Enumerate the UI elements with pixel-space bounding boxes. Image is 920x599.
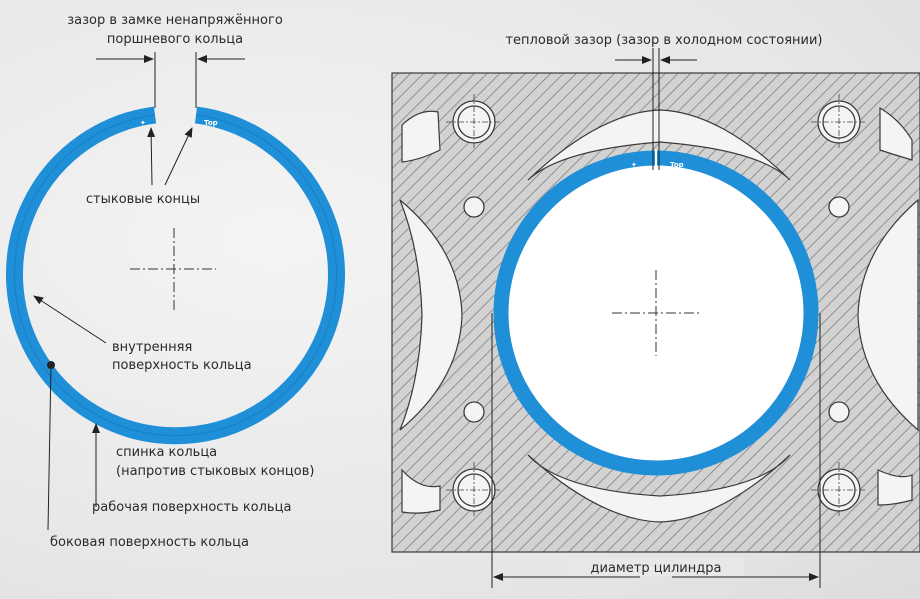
installed-ring-logo-mark: ✦ [631,161,637,169]
bore-diameter-label: диаметр цилиндра [591,561,722,576]
free-gap-label-1: зазор в замке ненапряжённого [67,13,283,28]
side-face-leader [47,364,52,531]
thermal-gap-label: тепловой зазор (зазор в холодном состоян… [505,33,822,48]
bore-diameter-dimension [491,313,821,588]
inner-surface-leader [33,295,107,344]
water-jacket-cavities [399,106,919,523]
side-face-label: боковая поверхность кольца [50,535,249,550]
free-ring-group: ✦ Top зазор в замке ненапряжённого поршн… [6,13,345,550]
ring-back-label-2: (напротив стыковых концов) [116,464,314,479]
free-gap-dimension [96,52,245,108]
ring-logo-mark: ✦ [140,119,146,127]
joint-ends-leaders [147,127,193,186]
joint-ends-label: стыковые концы [86,192,200,207]
thermal-gap-dimension [615,48,697,170]
cylinder-block-group: ✦ Top тепловой зазор (зазор в холодном с… [391,33,920,588]
inner-surface-label-2: поверхность кольца [112,358,252,373]
installed-ring-top-mark: Top [670,161,684,169]
running-face-label: рабочая поверхность кольца [92,500,291,515]
inner-surface-label-1: внутренняя [112,340,192,355]
ring-top-mark: Top [204,119,218,127]
ring-back-label-1: спинка кольца [116,445,217,460]
ring-center-crosshair [130,228,216,310]
free-gap-label-2: поршневого кольца [107,32,243,47]
bolt-centerlines [446,94,867,518]
bore-center-crosshair [612,270,700,356]
